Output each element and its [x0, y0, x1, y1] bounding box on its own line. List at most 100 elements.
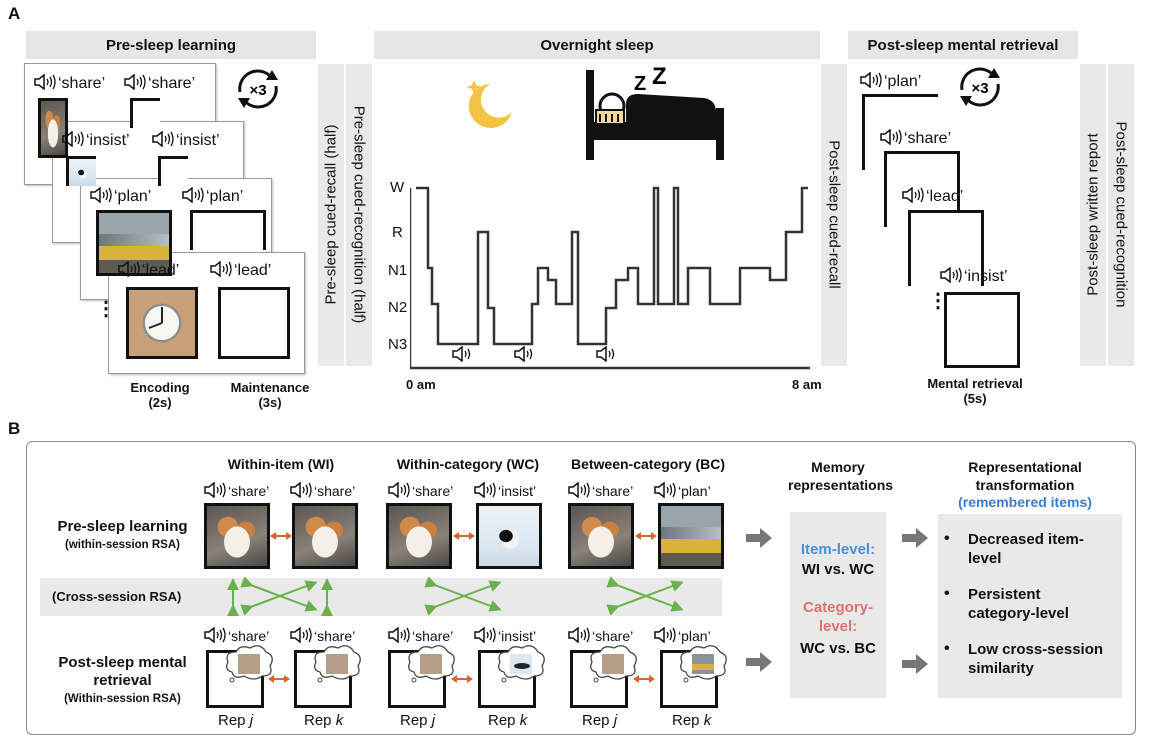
- card1-word-enc: ‘share’: [34, 74, 105, 93]
- side-bar-post-recall: [821, 64, 847, 366]
- post-sleep-header: Post-sleep mental retrieval: [848, 31, 1078, 59]
- speaker-icon: [474, 627, 496, 643]
- card4-word-maint: ‘lead’: [210, 261, 271, 280]
- speaker-icon: [654, 627, 676, 643]
- encoding-label: Encoding(2s): [130, 380, 190, 410]
- bullet-item-1: Decreased item-level: [968, 531, 1084, 567]
- speaker-icon: [182, 187, 204, 203]
- post-word-share: ‘share’: [880, 129, 951, 148]
- memory-title: Memory representations: [788, 459, 894, 493]
- post-recognition-label: Post-sleep cued-recognition: [1112, 121, 1130, 308]
- thought-cloud-icon: [498, 645, 545, 683]
- stage-label-r: R: [392, 224, 403, 241]
- moon-icon: [467, 80, 512, 128]
- side-bar-recall: [318, 64, 344, 366]
- item-level-label: Item-level:: [800, 541, 876, 558]
- transform-title: Representational transformation: [968, 459, 1082, 493]
- gray-arrow-icon: [902, 654, 928, 674]
- repeat-icon: ×3: [238, 69, 278, 109]
- rep-j-label: Rep j: [400, 712, 436, 729]
- speaker-icon: [204, 482, 226, 498]
- speaker-icon: [654, 482, 676, 498]
- speaker-icon: [860, 72, 882, 88]
- row-label-pre: Pre-sleep learning(within-session RSA): [57, 518, 188, 551]
- card2-word-maint: ‘insist’: [152, 131, 220, 150]
- post-written-label: Post-sleep written report: [1084, 133, 1102, 296]
- side-bar-written: [1080, 64, 1106, 366]
- pre-wi-word-2: ‘share’: [290, 482, 355, 499]
- pre-wc-word-1: ‘share’: [388, 482, 453, 499]
- retrieval-square: [944, 292, 1020, 368]
- repeat-count: ×3: [249, 82, 266, 99]
- card1-word-maint: ‘share’: [124, 74, 195, 93]
- speaker-icon: [880, 129, 902, 145]
- post-word-lead: ‘lead’: [902, 187, 963, 206]
- cat-image: [38, 98, 68, 158]
- pair-arrow: [453, 532, 475, 540]
- penguin-image: [66, 156, 96, 186]
- col-title-bc: Between-category (BC): [570, 456, 726, 472]
- overnight-header: Overnight sleep: [374, 31, 820, 59]
- rep-k-label: Rep k: [304, 712, 344, 729]
- retrieval-square: [908, 210, 984, 286]
- pre-wc-word-2: ‘insist’: [474, 482, 536, 499]
- category-level-label: Category-level:: [802, 599, 873, 635]
- svg-text:Z: Z: [634, 73, 646, 95]
- ellipsis-retrieval: ⋮: [928, 290, 948, 312]
- speaker-icon: [290, 482, 312, 498]
- bullet-item-2: Persistent category-level: [968, 586, 1069, 622]
- pre-sleep-header: Pre-sleep learning: [26, 31, 316, 59]
- repeat-icon: ×3: [960, 67, 1000, 107]
- pre-bc-word-2: ‘plan’: [654, 482, 711, 499]
- speaker-icon: [204, 627, 226, 643]
- thought-cloud-icon: [590, 645, 637, 683]
- speaker-icon: [940, 267, 962, 283]
- speaker-icon: [62, 131, 84, 147]
- post-bc-word-2: ‘plan’: [654, 627, 711, 644]
- speaker-icon: [388, 482, 410, 498]
- row-label-post: Post-sleep mental retrieval(Within-sessi…: [58, 654, 187, 705]
- hypnogram-trace: [416, 186, 808, 346]
- post-word-insist: ‘insist’: [940, 267, 1008, 286]
- post-word-plan: ‘plan’: [860, 72, 921, 91]
- rep-j-label: Rep j: [582, 712, 618, 729]
- cue-speaker-icon: [596, 346, 615, 362]
- pair-arrow: [268, 675, 290, 683]
- row-label-cross: (Cross-session RSA): [52, 589, 182, 604]
- penguin-image: [476, 503, 542, 569]
- post-cued-recall-label: Post-sleep cued-recall: [825, 140, 843, 289]
- cue-speaker-icon: [514, 346, 533, 362]
- cat-image: [292, 503, 358, 569]
- x-start-label: 0 am: [406, 377, 436, 392]
- thought-cloud-icon: [314, 645, 361, 683]
- transform-subtitle: (remembered items): [958, 494, 1092, 510]
- panel-a-letter: A: [8, 4, 21, 23]
- blank-square: [158, 156, 188, 186]
- pair-arrow: [451, 675, 473, 683]
- bullet-dot: •: [944, 585, 950, 602]
- panel-b-letter: B: [8, 419, 21, 438]
- speaker-icon: [90, 187, 112, 203]
- stage-label-n2: N2: [388, 299, 408, 316]
- rep-k-label: Rep k: [672, 712, 712, 729]
- mental-retrieval-label: Mental retrieval(5s): [927, 376, 1023, 406]
- bullet-item-3: Low cross-session similarity: [968, 641, 1104, 677]
- cross-session-arrows: [227, 576, 684, 616]
- post-bc-word-1: ‘share’: [568, 627, 633, 644]
- sleeping-person-icon: Z Z: [586, 64, 724, 160]
- stage-label-n3: N3: [388, 336, 408, 353]
- speaker-icon: [388, 627, 410, 643]
- transform-box: [938, 514, 1122, 698]
- thought-cloud-icon: [408, 645, 455, 683]
- side-bar-post-recognition: [1108, 64, 1134, 366]
- maintenance-label: Maintenance(3s): [230, 380, 310, 410]
- pair-arrow: [633, 675, 655, 683]
- gray-arrow-icon: [746, 528, 772, 548]
- gray-arrow-icon: [746, 652, 772, 672]
- blank-square: [218, 287, 290, 359]
- repeat-count: ×3: [971, 80, 988, 97]
- clock-image: [126, 287, 198, 359]
- gray-arrow-icon: [902, 528, 928, 548]
- col-title-wi: Within-item (WI): [227, 456, 335, 472]
- ellipsis-cards: ⋮: [96, 298, 116, 320]
